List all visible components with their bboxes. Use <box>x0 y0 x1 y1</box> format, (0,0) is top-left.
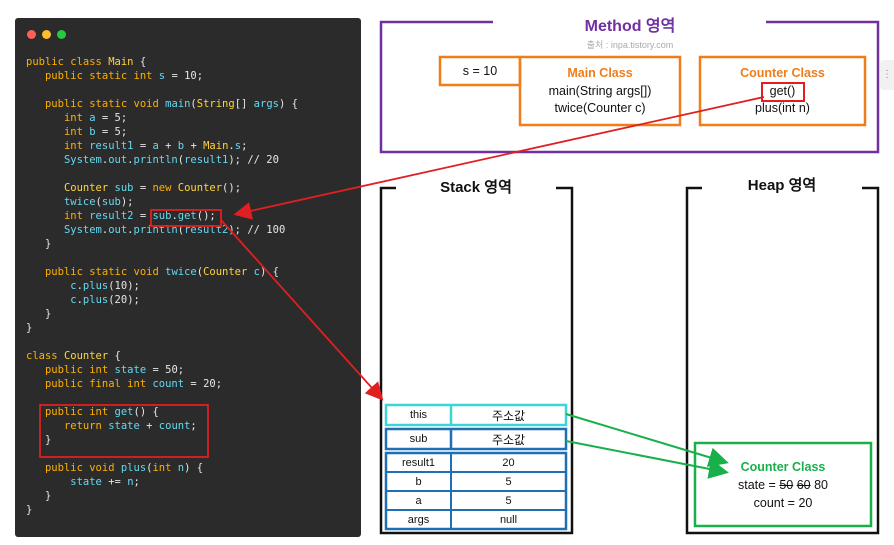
code-listing: public class Main { public static int s … <box>26 55 298 517</box>
stack-area-title: Stack 영역 <box>440 179 512 196</box>
code-line: public int get() { <box>44 406 159 418</box>
state-old-2: 60 <box>796 478 811 492</box>
code-line: public static int s = 10; <box>44 70 204 82</box>
stack-b-name: b <box>415 475 422 488</box>
code-line: } <box>44 490 52 502</box>
code-line: int a = 5; <box>63 112 128 124</box>
heap-count-line: count = 20 <box>753 496 813 510</box>
stack-b-value: 5 <box>505 475 512 488</box>
get-method-label: get() <box>769 84 796 98</box>
stack-args-name: args <box>407 513 430 526</box>
code-line: public void plus(int n) { <box>44 462 204 474</box>
code-line: } <box>44 238 52 250</box>
twice-method-label: twice(Counter c) <box>554 101 646 115</box>
code-line: class Counter { <box>26 350 121 362</box>
state-current: 80 <box>814 478 829 492</box>
code-line: } <box>44 308 52 320</box>
stack-sub-name: sub <box>409 433 428 445</box>
stack-this-value: 주소값 <box>491 408 526 423</box>
code-line: return state + count; <box>63 420 197 432</box>
code-line: int b = 5; <box>63 126 128 138</box>
stack-this-name: this <box>409 409 428 421</box>
static-field-text: s = 10 <box>462 64 498 78</box>
code-line: public int state = 50; <box>44 364 185 376</box>
get-reference-arrow <box>233 96 765 220</box>
counter-class-box <box>698 55 867 127</box>
code-line: state += n; <box>70 476 140 488</box>
heap-frame <box>685 186 880 535</box>
code-line: public final int count = 20; <box>44 378 223 390</box>
code-line: } <box>26 322 33 334</box>
maximize-dot-icon <box>57 30 66 39</box>
code-line: System.out.println(result1); // 20 <box>63 154 279 166</box>
main-method-label: main(String args[]) <box>548 84 652 98</box>
get-method-body-highlight <box>39 404 209 458</box>
heap-state-line: state = 50 60 80 <box>695 478 871 492</box>
this-reference-arrow <box>565 413 729 467</box>
side-handle-icon: ⋮ <box>880 60 894 90</box>
main-class-title: Main Class <box>567 66 633 80</box>
method-area-frame <box>379 20 880 154</box>
stack-frame-sub <box>384 427 568 451</box>
main-class-box <box>518 55 682 127</box>
code-line: c.plus(10); <box>70 280 140 292</box>
stack-frame <box>379 186 574 535</box>
heap-area-title: Heap 영역 <box>747 177 817 194</box>
code-line: twice(sub); <box>63 196 134 208</box>
state-label: state = <box>737 478 776 492</box>
code-line: Counter sub = new Counter(); <box>63 182 242 194</box>
source-credit: 출처 : inpa.tistory.com <box>586 40 674 50</box>
code-line: } <box>26 504 33 516</box>
sub-reference-arrow <box>565 440 729 479</box>
state-old-1: 50 <box>779 478 794 492</box>
code-line: int result1 = a + b + Main.s; <box>63 140 248 152</box>
get-method-highlight <box>761 82 805 102</box>
code-line: c.plus(20); <box>70 294 140 306</box>
close-dot-icon <box>27 30 36 39</box>
code-line: } <box>44 434 52 446</box>
heap-object-box <box>693 441 873 528</box>
sub-get-call-highlight <box>150 209 222 227</box>
stack-a-value: 5 <box>505 494 512 507</box>
stack-args-value: null <box>499 513 518 526</box>
stack-result1-value: 20 <box>502 456 515 469</box>
counter-class-title: Counter Class <box>740 66 825 80</box>
plus-method-label: plus(int n) <box>755 101 810 115</box>
stack-result1-name: result1 <box>401 456 436 469</box>
method-area-title: Method 영역 <box>584 18 676 35</box>
stack-sub-value: 주소값 <box>491 432 526 447</box>
code-line: System.out.println(result2); // 100 <box>63 224 286 236</box>
code-panel: public class Main { public static int s … <box>15 18 361 537</box>
code-line: public static void twice(Counter c) { <box>44 266 279 278</box>
heap-object-title: Counter Class <box>740 460 826 474</box>
code-line: int result2 = sub.get(); <box>63 210 216 222</box>
minimize-dot-icon <box>42 30 51 39</box>
call-to-stack-arrow <box>220 219 384 401</box>
stack-a-name: a <box>415 494 422 507</box>
code-line: public class Main { <box>26 56 147 68</box>
code-line: public static void main(String[] args) { <box>44 98 298 110</box>
